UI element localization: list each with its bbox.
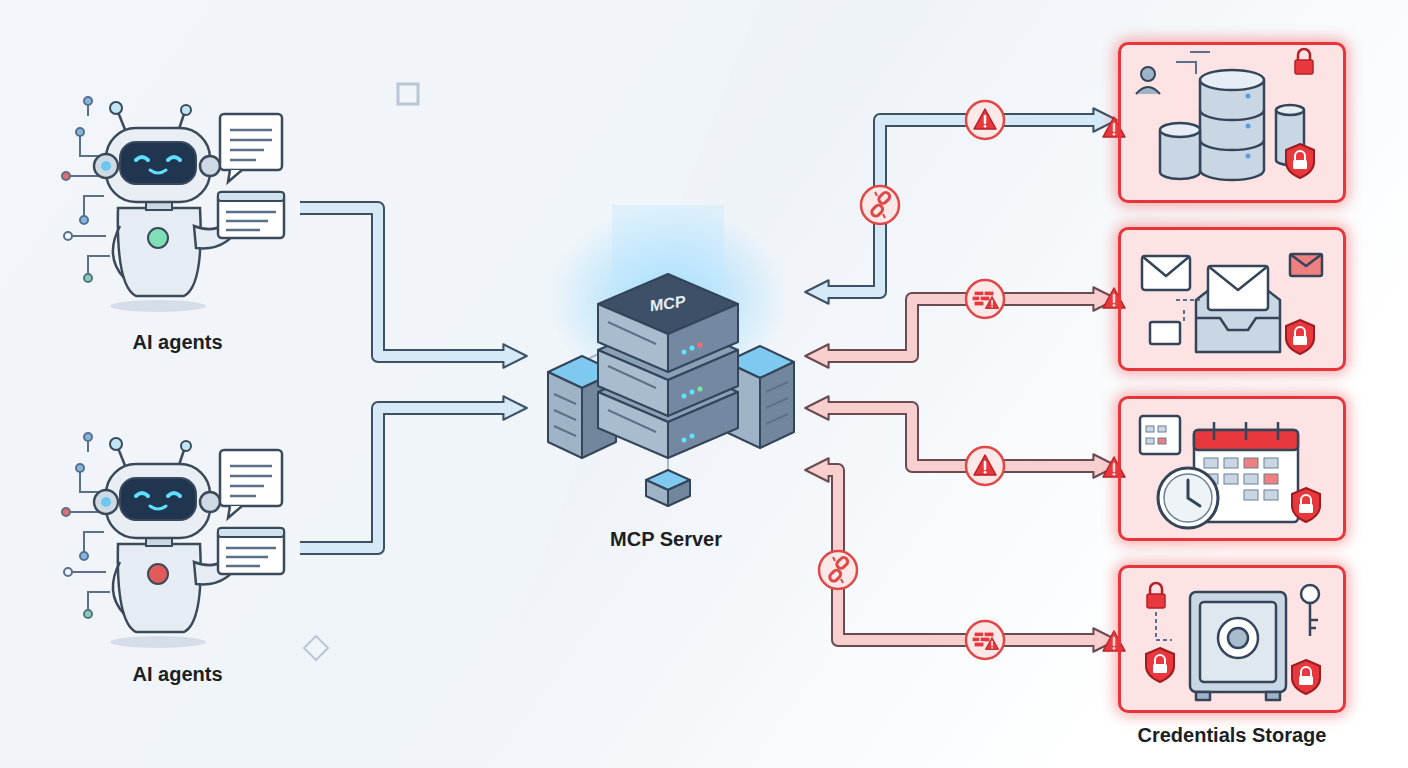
connector-arrow (826, 408, 1096, 466)
agent-figure: AI agents (55, 90, 300, 358)
node-label: MCP Server (610, 527, 722, 551)
connector-arrow (300, 408, 506, 548)
calendar-box (1118, 396, 1346, 541)
node-label: AI agents (132, 330, 222, 354)
email-box (1118, 227, 1346, 371)
database-box (1118, 42, 1346, 203)
node-label: AI agents (132, 662, 222, 686)
server-figure: MCP Server (528, 225, 804, 555)
agent-figure: AI agents (55, 428, 300, 690)
node-label: Credentials Storage (1138, 723, 1327, 747)
server-logo-text: MCP (650, 293, 686, 316)
connector-arrow (826, 120, 1096, 292)
connector-arrow (300, 208, 506, 356)
credentials-box: Credentials Storage (1118, 565, 1346, 713)
connector-arrow (826, 470, 1096, 640)
connector-arrow (826, 299, 1096, 356)
